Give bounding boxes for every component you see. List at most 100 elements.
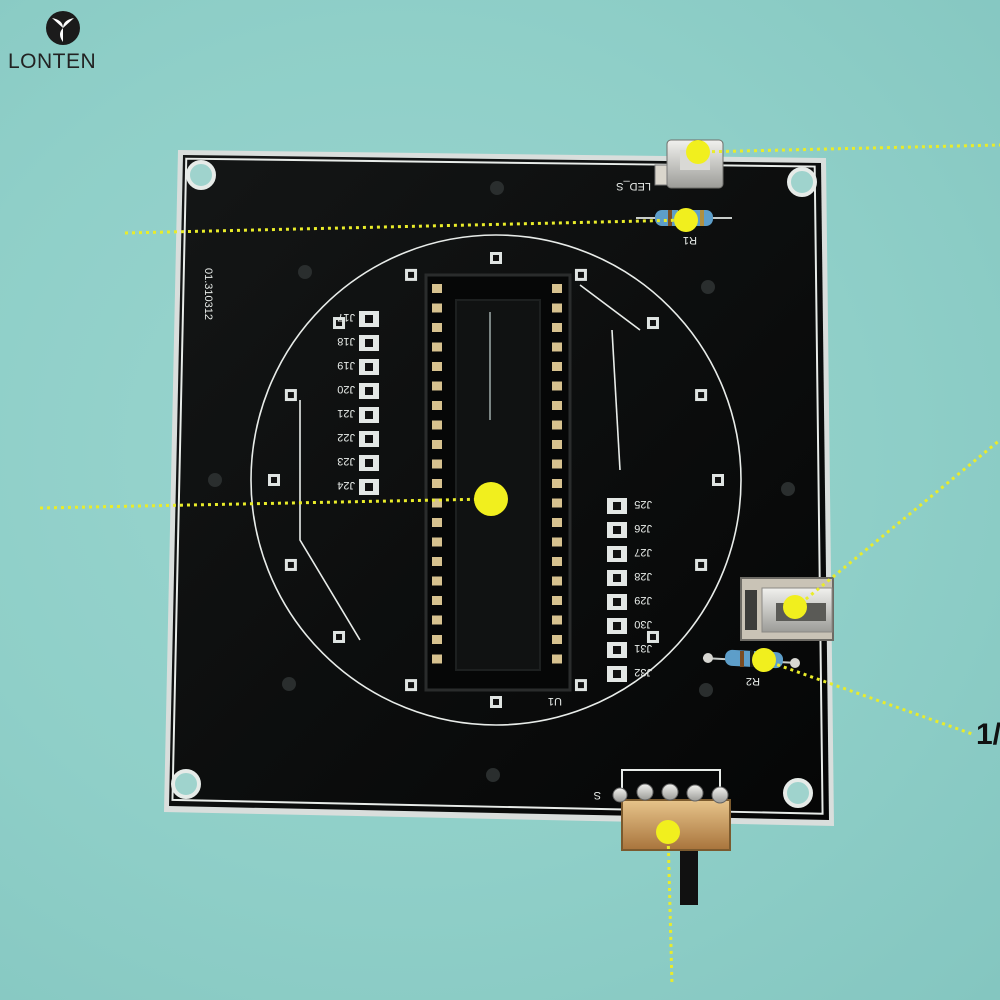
socket-pin (432, 596, 442, 605)
socket-pin (432, 537, 442, 547)
ring-pads (268, 252, 724, 708)
u1-label: U1 (548, 695, 562, 707)
ic-socket-marker (474, 482, 508, 516)
callout-lines (39, 143, 1000, 986)
socket-pin (552, 459, 562, 469)
header-pad-hole (613, 622, 621, 630)
ring-pad-hole (271, 477, 277, 483)
ring-pad-hole (577, 682, 584, 689)
header-label: J21 (337, 407, 355, 419)
header-label: J24 (337, 479, 355, 491)
ring-pad-hole (715, 477, 721, 483)
ring-pad-hole (698, 392, 705, 399)
led-marker (686, 140, 710, 164)
header-pad-hole (613, 502, 621, 510)
ring-pad-hole (577, 271, 584, 278)
mounting-holes (171, 160, 817, 808)
socket-pin (432, 401, 442, 410)
header-pad-hole (365, 363, 373, 371)
r1-marker (674, 208, 698, 232)
socket-pin (552, 303, 562, 313)
socket-pin (432, 654, 442, 664)
callout-markers (474, 140, 807, 844)
socket-pin (552, 420, 562, 430)
socket-pin (552, 342, 562, 352)
ring-pad-hole (493, 699, 499, 705)
header-label: J25 (634, 498, 652, 510)
r2-marker (752, 648, 776, 672)
socket-pin (432, 440, 442, 449)
header-label: J22 (337, 431, 355, 443)
header-pad-hole (613, 574, 621, 582)
socket-pin (432, 323, 442, 332)
header-label: J23 (337, 455, 355, 467)
ring-pad-hole (408, 271, 415, 278)
header-label: J27 (634, 546, 652, 558)
socket-pin (552, 518, 562, 527)
ring-pad-hole (698, 561, 705, 568)
socket-pin (552, 401, 562, 410)
header-label: J28 (634, 570, 652, 582)
header-label: J31 (634, 642, 652, 654)
brand-name: LONTEN (8, 50, 97, 73)
socket-pin (432, 459, 442, 469)
tri-leaf-logo-icon (46, 11, 80, 45)
socket-pin (552, 615, 562, 625)
header-label: J17 (337, 311, 355, 323)
header-pad-hole (365, 387, 373, 395)
via-holes (208, 181, 795, 782)
ring-pad-hole (336, 633, 343, 640)
ring-pad-hole (287, 561, 294, 568)
brand-logo: LONTEN (8, 8, 104, 78)
usb-marker (783, 595, 807, 619)
header-label: J32 (634, 666, 652, 678)
r2-label: R2 (746, 675, 760, 687)
socket-pin (432, 362, 442, 371)
header-pad-hole (365, 459, 373, 467)
socket-pin (552, 479, 562, 488)
silkscreen-ring (250, 234, 742, 726)
socket-pin (432, 498, 442, 508)
header-pad-hole (613, 670, 621, 678)
header-label: J18 (337, 335, 355, 347)
socket-pin (432, 479, 442, 488)
socket-pin (432, 615, 442, 625)
header-pad-hole (613, 598, 621, 606)
socket-pin (552, 284, 562, 293)
switch-marker (656, 820, 680, 844)
ring-pad-hole (336, 320, 343, 327)
socket-pins (432, 284, 562, 664)
socket-pin (552, 537, 562, 547)
header-pad-hole (365, 315, 373, 323)
socket-pin (432, 284, 442, 293)
header-label: J20 (337, 383, 355, 395)
header-label: J26 (634, 522, 652, 534)
socket-pin (432, 342, 442, 352)
socket-pin (552, 362, 562, 371)
ring-pad-hole (649, 633, 656, 640)
socket-pin (432, 557, 442, 566)
socket-pin (552, 576, 562, 586)
version-label: 01.310312 (202, 268, 214, 320)
header-pad-hole (365, 435, 373, 443)
header-pad-hole (613, 646, 621, 654)
cropped-side-label: 1/ (976, 718, 1000, 751)
led-label: LED_S (616, 180, 651, 192)
header-pad-hole (365, 483, 373, 491)
socket-pin (552, 635, 562, 644)
header-pad-hole (613, 550, 621, 558)
ring-pad-hole (649, 320, 656, 327)
socket-pin (552, 440, 562, 449)
socket-pin (432, 518, 442, 527)
socket-pin (432, 635, 442, 644)
header-pad-hole (365, 411, 373, 419)
socket-pin (552, 498, 562, 508)
header-label: J29 (634, 594, 652, 606)
socket-pin (552, 557, 562, 566)
switch-label: S (594, 789, 601, 801)
r1-label: R1 (683, 234, 697, 246)
socket-pin (432, 420, 442, 430)
